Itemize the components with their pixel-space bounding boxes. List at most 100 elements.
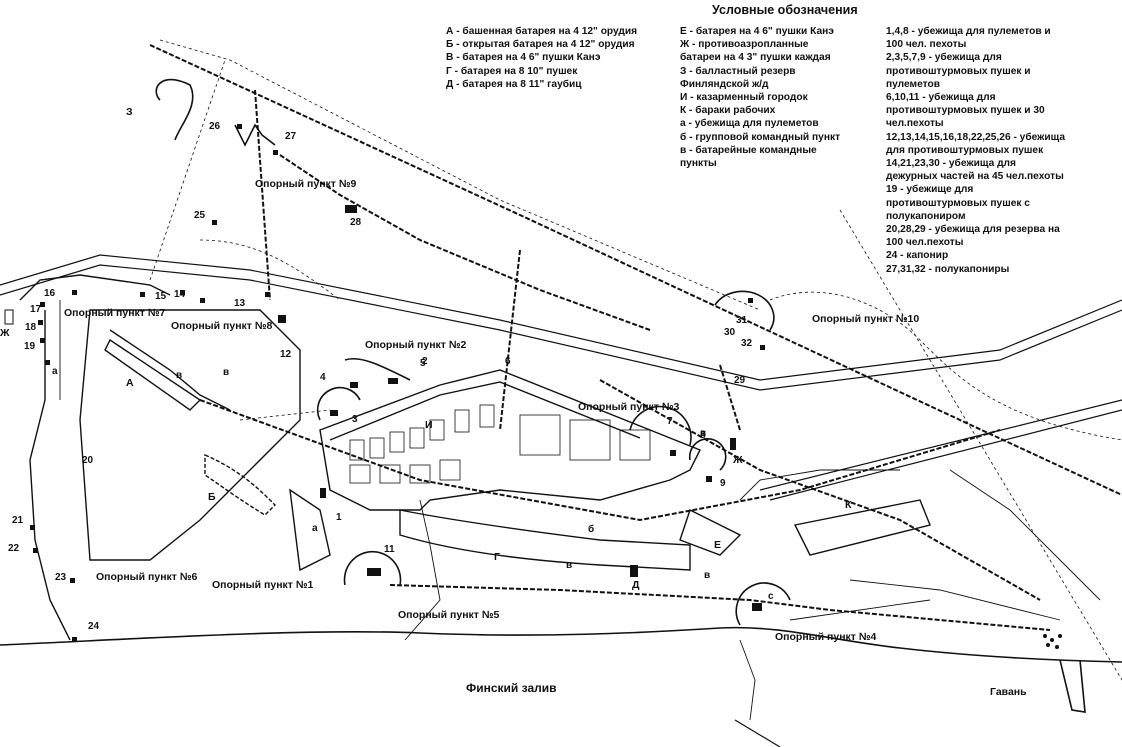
legend-line: Г - батарея на 8 10" пушек	[446, 65, 578, 77]
legend-line: пункты	[680, 158, 717, 170]
legend-line: 6,10,11 - убежища для	[886, 92, 996, 104]
tracks	[59, 300, 1101, 721]
num-9: 9	[720, 478, 726, 489]
num-5: 5	[420, 358, 426, 369]
label-v2: в	[223, 367, 229, 378]
num-6: 6	[505, 356, 511, 367]
legend-line: И - казарменный городок	[680, 92, 808, 104]
num-14: 14	[174, 289, 186, 300]
legend-column-3: 1,4,8 - убежища для пулеметов и 100 чел. …	[886, 25, 1065, 276]
legend-line: противоштурмовых пушек и	[886, 65, 1031, 77]
legend-line: Е - батарея на 4 6" пушки Канэ	[680, 26, 834, 37]
num-26: 26	[209, 121, 221, 132]
num-32: 32	[741, 338, 753, 349]
label-D: Д	[632, 579, 640, 591]
num-8: 8	[700, 430, 706, 441]
legend-line: а - убежища для пулеметов	[680, 118, 819, 130]
label-v4: в	[704, 570, 710, 581]
label-K: К	[845, 499, 852, 511]
central-fort	[319, 369, 701, 511]
shelter-markers	[4, 124, 765, 642]
num-7: 7	[667, 416, 673, 427]
legend-line: б - групповой командный пункт	[680, 131, 841, 143]
label-E: Е	[714, 539, 721, 551]
num-4: 4	[320, 372, 326, 383]
railway-lines	[149, 44, 1122, 631]
label-Zh-east: Ж	[732, 454, 743, 466]
strongpoint-1: Опорный пункт №1	[212, 579, 314, 591]
label-b: б	[588, 523, 594, 535]
legend-line: З - балластный резерв	[680, 65, 796, 77]
label-v1: в	[176, 370, 182, 381]
legend-line: 2,3,5,7,9 - убежища для	[886, 52, 1002, 64]
legend-line: полукапониром	[886, 210, 966, 222]
num-28: 28	[350, 217, 362, 228]
num-30: 30	[724, 327, 736, 338]
tree-symbols	[1043, 634, 1062, 649]
legend-line: 100 чел. пехоты	[886, 39, 967, 51]
legend-line: К - бараки рабочих	[680, 105, 776, 117]
coastline	[0, 626, 1122, 747]
strongpoint-4: Опорный пункт №4	[775, 631, 877, 643]
legend-line: Б - открытая батарея на 4 12" орудия	[446, 39, 635, 51]
map-labels: Финский залив Гавань Опорный пункт №1 Оп…	[0, 106, 1027, 698]
legend-line: 100 чел.пехоты	[886, 237, 964, 249]
label-Zh-west: Ж	[0, 327, 10, 339]
strongpoint-8: Опорный пункт №8	[171, 320, 273, 332]
label-a2: а	[312, 523, 318, 534]
num-3: 3	[352, 414, 358, 425]
num-2: 2	[422, 356, 428, 367]
legend-line: Д - батарея на 8 11" гаубиц	[446, 78, 582, 90]
num-22: 22	[8, 543, 20, 554]
label-G: Г	[494, 551, 500, 563]
legend-line: чел.пехоты	[886, 118, 944, 130]
num-15: 15	[155, 291, 167, 302]
legend-line: Ж - противоазропланные	[680, 39, 809, 51]
main-road	[0, 254, 1122, 501]
num-13: 13	[234, 298, 246, 309]
legend-line: 12,13,14,15,16,18,22,25,26 - убежища	[886, 131, 1066, 143]
legend-line: 24 - капонир	[886, 250, 949, 262]
legend-line: 20,28,29 - убежища для резерва на	[886, 224, 1060, 236]
strongpoint-bastions	[155, 78, 791, 626]
legend-line: для противоштурмовых пушек	[886, 144, 1044, 156]
label-a1: а	[52, 366, 58, 377]
perimeter-lines	[149, 39, 1122, 681]
label-v3: в	[566, 560, 572, 571]
num-18: 18	[25, 322, 37, 333]
legend-line: 14,21,23,30 - убежища для	[886, 158, 1016, 170]
num-27: 27	[285, 131, 297, 142]
legend-line: в - батарейные командные	[680, 144, 817, 156]
legend-line: противоштурмовых пушек с	[886, 197, 1030, 209]
western-fortification	[19, 274, 301, 641]
legend-line: 1,4,8 - убежища для пулеметов и	[886, 26, 1051, 37]
legend-line: пулеметов	[886, 78, 940, 90]
battery-shapes	[104, 338, 931, 572]
num-17: 17	[30, 304, 42, 315]
label-I: И	[425, 419, 433, 431]
legend-line: противоштурмовых пушек и 30	[886, 105, 1045, 117]
num-21: 21	[12, 515, 24, 526]
strongpoint-3: Опорный пункт №3	[578, 401, 680, 413]
legend-line: батареи на 4 3" пушки каждая	[680, 52, 831, 64]
legend-line: А - башенная батарея на 4 12" орудия	[446, 26, 638, 37]
label-s: с	[768, 591, 774, 602]
num-12: 12	[280, 349, 292, 360]
legend-title: Условные обозначения	[712, 3, 858, 17]
num-23: 23	[55, 572, 67, 583]
strongpoint-7: Опорный пункт №7	[64, 307, 166, 319]
legend-line: 27,31,32 - полукапониры	[886, 263, 1010, 275]
strongpoint-6: Опорный пункт №6	[96, 571, 198, 583]
legend-line: Финляндской ж/д	[680, 78, 769, 90]
num-1: 1	[336, 512, 342, 523]
legend-column-1: А - башенная батарея на 4 12" орудия Б - …	[446, 25, 637, 91]
strongpoint-5: Опорный пункт №5	[398, 609, 500, 621]
strongpoint-10: Опорный пункт №10	[812, 313, 919, 325]
strongpoint-2: Опорный пункт №2	[365, 339, 467, 351]
num-11: 11	[384, 544, 395, 555]
label-Z: З	[126, 106, 133, 118]
label-B: Б	[208, 491, 216, 503]
num-16: 16	[44, 288, 56, 299]
num-19: 19	[24, 341, 36, 352]
